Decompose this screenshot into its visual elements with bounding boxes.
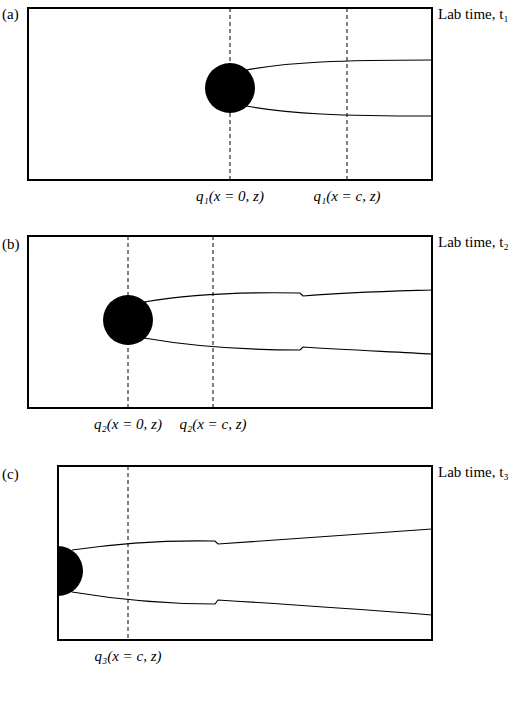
time-label: Lab time, t₁ — [438, 6, 509, 23]
time-label: Lab time, t₃ — [438, 464, 509, 481]
panel-letter: (a) — [2, 6, 19, 23]
station-label: q₃(x = c, z) — [95, 648, 162, 665]
panel-c — [33, 466, 432, 640]
panel-letter: (c) — [2, 466, 19, 483]
panel-a — [28, 8, 432, 180]
station-label: q₂(x = c, z) — [180, 416, 247, 433]
station-label: q₂(x = 0, z) — [94, 416, 162, 433]
panel-letter: (b) — [2, 236, 20, 253]
panel-b — [28, 236, 432, 408]
station-label: q₁(x = 0, z) — [196, 188, 264, 205]
time-label: Lab time, t₂ — [438, 234, 509, 251]
station-label: q₁(x = c, z) — [314, 188, 381, 205]
